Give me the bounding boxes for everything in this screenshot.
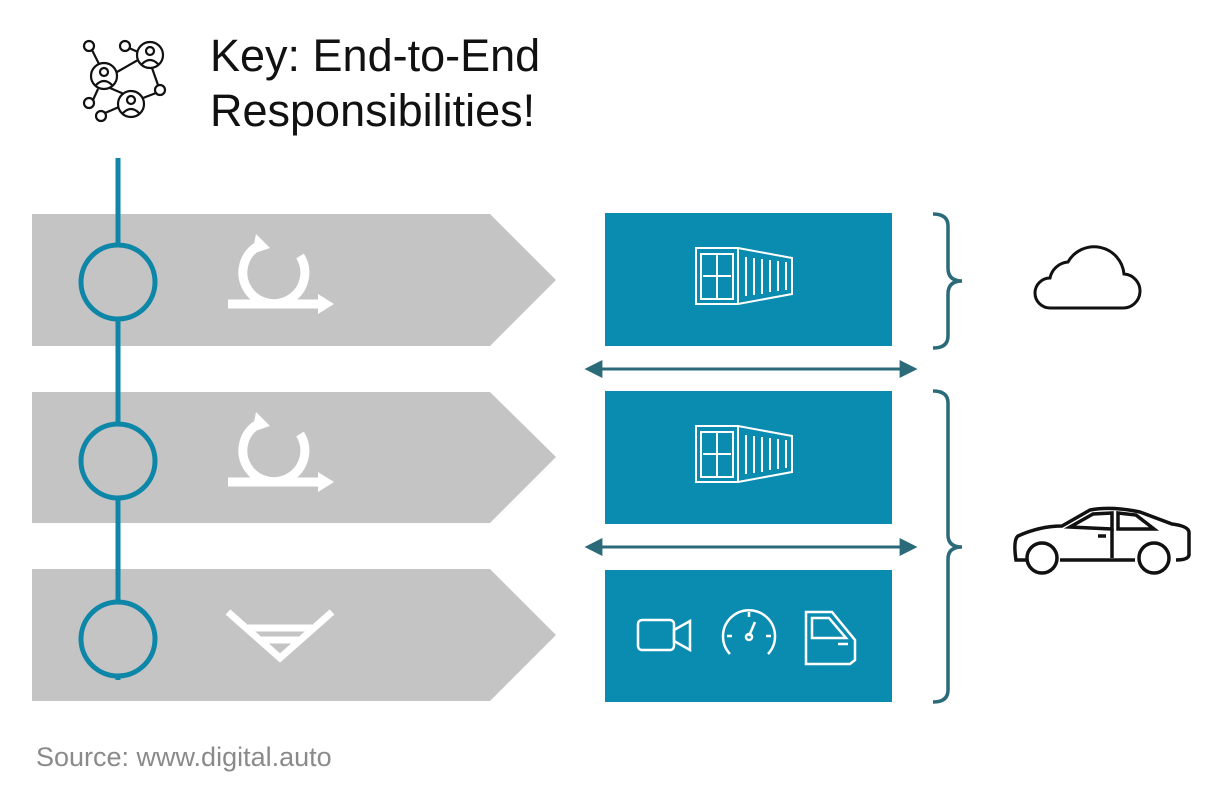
- cloud-icon: [1033, 245, 1142, 310]
- agile-cycle-icon: [228, 412, 334, 492]
- platform-boxes: [605, 213, 892, 702]
- process-bands: [32, 214, 556, 701]
- waterfall-v-model-icon: [225, 609, 335, 663]
- speedometer-icon: [721, 609, 777, 655]
- agile-cycle-icon: [228, 234, 334, 314]
- container-icon: [695, 425, 793, 483]
- platform-box-3: [605, 570, 892, 702]
- network-people-icon: [82, 39, 167, 123]
- title-line-2: Responsibilities!: [210, 85, 536, 136]
- bracket-car: [932, 389, 963, 704]
- bracket-cloud: [932, 212, 963, 350]
- timeline-node-3: [78, 599, 158, 679]
- platform-box-1: [605, 213, 892, 346]
- platform-box-2: [605, 391, 892, 524]
- title-line-1: Key: End-to-End: [210, 30, 541, 81]
- page-title: Key: End-to-End Responsibilities!: [210, 28, 630, 138]
- car-door-icon: [804, 610, 857, 666]
- timeline-nodes: [78, 242, 158, 679]
- camera-icon: [636, 618, 692, 653]
- process-band-1: [32, 214, 556, 346]
- process-band-2: [32, 392, 556, 523]
- car-icon: [1013, 506, 1191, 575]
- timeline-node-2: [78, 421, 158, 501]
- timeline-node-1: [78, 242, 158, 322]
- process-band-3: [32, 569, 556, 701]
- source-caption: Source: www.digital.auto: [36, 742, 332, 772]
- container-icon: [695, 247, 793, 305]
